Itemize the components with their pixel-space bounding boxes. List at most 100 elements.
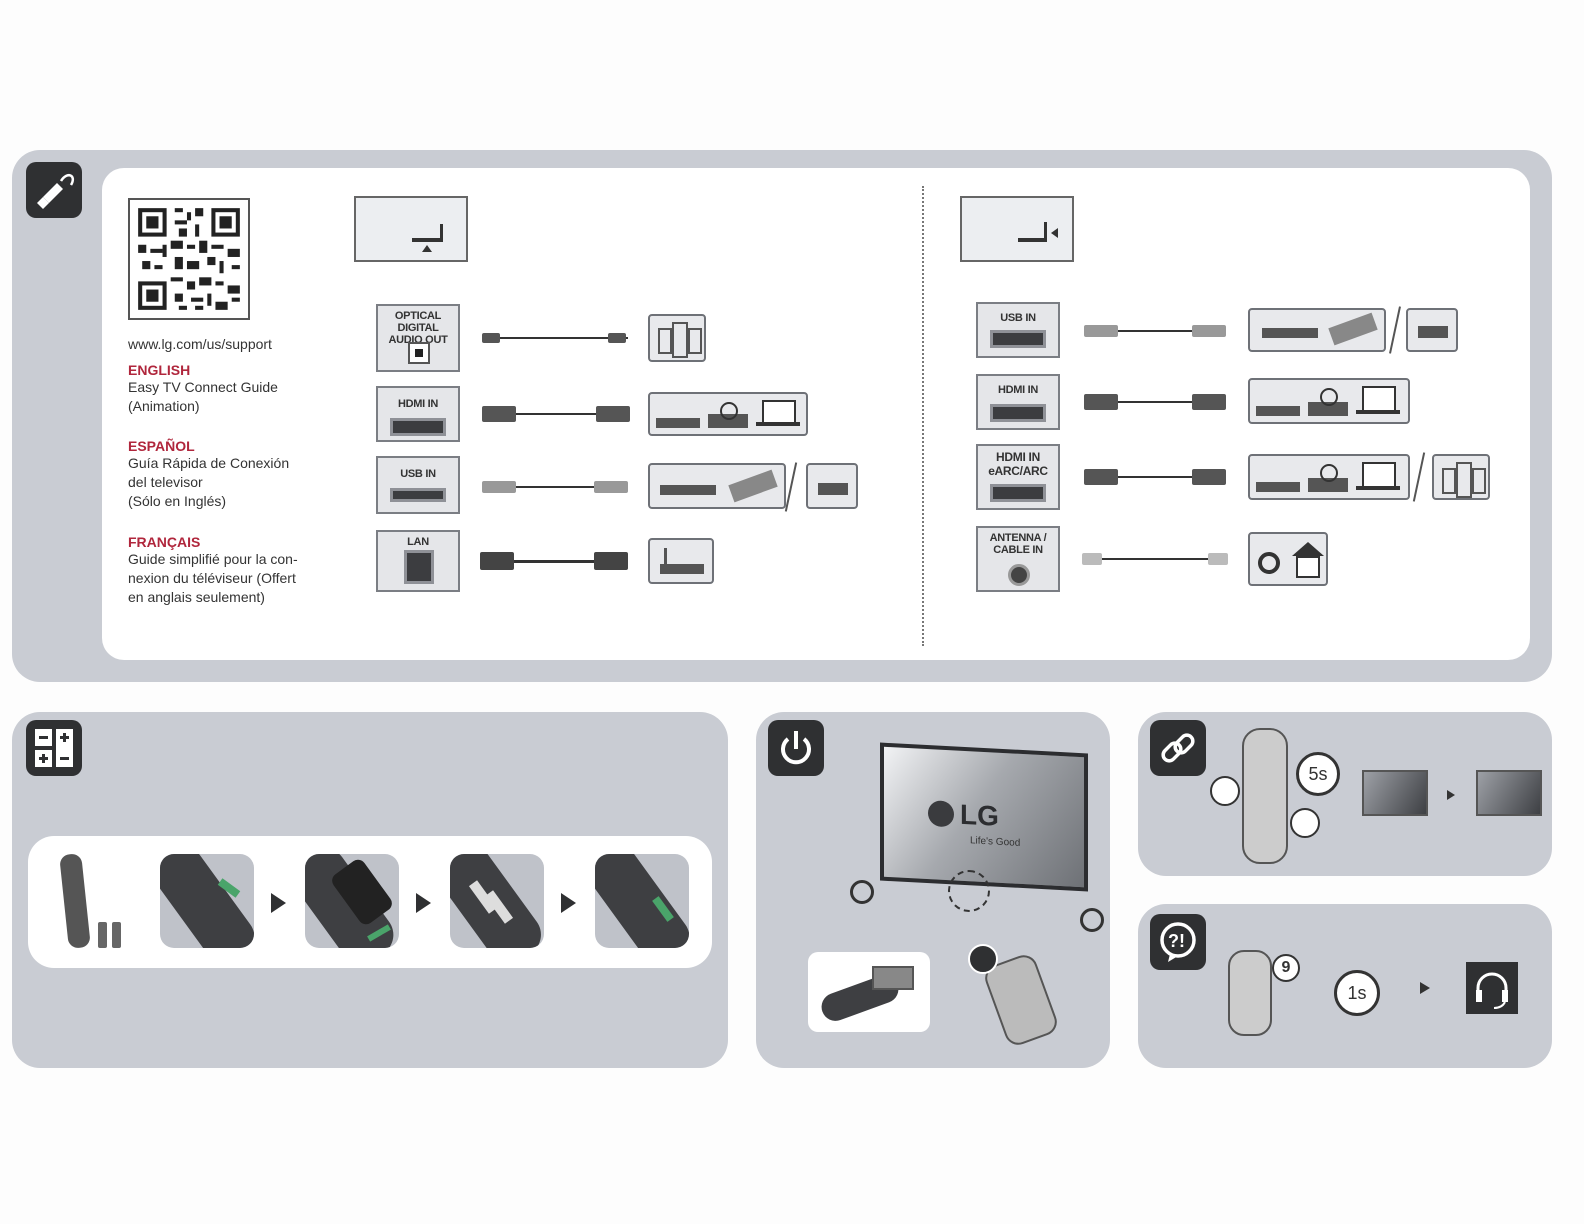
language-line: Guía Rápida de Conexión bbox=[128, 455, 290, 471]
port-optical-audio-out: OPTICAL DIGITAL AUDIO OUT bbox=[376, 304, 460, 372]
language-line: (Animation) bbox=[128, 398, 200, 414]
headset-icon bbox=[1476, 972, 1508, 1009]
hdmi-socket-icon bbox=[990, 484, 1046, 502]
port-label: CABLE IN bbox=[993, 544, 1043, 556]
port-label: USB IN bbox=[400, 468, 436, 480]
language-spanish: ESPAÑOL Guía Rápida de Conexión del tele… bbox=[128, 438, 328, 511]
remote-support-illustration bbox=[1228, 950, 1272, 1036]
speaker-device-icon bbox=[1432, 454, 1490, 500]
av-devices-icon bbox=[1248, 454, 1410, 500]
laptop-icon bbox=[762, 400, 796, 424]
hdmi-plug-icon bbox=[1192, 469, 1226, 485]
lan-plug-icon bbox=[594, 552, 628, 570]
language-heading: FRANÇAIS bbox=[128, 534, 201, 550]
lg-logo-icon bbox=[928, 800, 954, 828]
port-label: eARC/ARC bbox=[988, 464, 1048, 478]
lan-cable bbox=[484, 560, 628, 563]
plug-icon bbox=[608, 333, 626, 343]
qr-code-image bbox=[138, 208, 240, 310]
laptop-icon bbox=[1362, 462, 1396, 488]
usb-stick-icon bbox=[806, 463, 858, 509]
port-label: LAN bbox=[407, 536, 429, 548]
port-label: HDMI IN bbox=[997, 384, 1039, 396]
battery-step-close-cover bbox=[595, 854, 689, 948]
svg-text:?!: ?! bbox=[1168, 931, 1185, 951]
hdmi-plug-icon bbox=[1084, 469, 1118, 485]
bottom-port-indicator-icon bbox=[412, 224, 443, 252]
laptop-icon bbox=[1362, 386, 1396, 412]
settings-button-icon bbox=[1290, 808, 1320, 838]
tv-screen-illustration: LG Life's Good bbox=[880, 742, 1088, 892]
question-chat-icon: ?! bbox=[1160, 922, 1196, 962]
cable-plug-icon bbox=[37, 173, 75, 209]
language-french: FRANÇAIS Guide simplifié pour la con- ne… bbox=[128, 534, 328, 607]
tv-back-side-ports bbox=[960, 196, 1074, 262]
port-antenna-cable-in: ANTENNA / CABLE IN bbox=[976, 526, 1060, 592]
usb-storage-devices-icon bbox=[1248, 308, 1386, 352]
usb-stick-icon bbox=[1406, 308, 1458, 352]
port-label: HDMI IN bbox=[397, 398, 439, 410]
next-step-arrow-icon bbox=[1420, 982, 1430, 994]
lan-socket-icon bbox=[404, 550, 434, 584]
usb-cable bbox=[1086, 330, 1226, 332]
section-divider bbox=[922, 186, 924, 646]
headset-support-tile bbox=[1466, 962, 1518, 1014]
plug-icon bbox=[482, 333, 500, 343]
port-usb-in-side: USB IN bbox=[976, 302, 1060, 358]
timer-label: 1s bbox=[1347, 982, 1367, 1003]
support-url: www.lg.com/us/support bbox=[128, 336, 272, 352]
usb-plug-icon bbox=[594, 481, 628, 493]
antenna-house-icon bbox=[1248, 532, 1328, 586]
lg-tagline: Life's Good bbox=[970, 835, 1021, 849]
language-line: (Sólo en Inglés) bbox=[128, 493, 227, 509]
coax-socket-icon bbox=[1008, 564, 1030, 586]
hdmi-socket-icon bbox=[990, 404, 1046, 422]
press-button-inset bbox=[808, 952, 930, 1032]
next-step-arrow-icon bbox=[271, 893, 286, 913]
language-heading: ESPAÑOL bbox=[128, 438, 195, 454]
power-icon-tile bbox=[768, 720, 824, 776]
lg-logo: LG bbox=[928, 797, 999, 833]
optical-socket-icon bbox=[408, 342, 430, 364]
timer-label: 5s bbox=[1308, 763, 1328, 784]
next-step-arrow-icon bbox=[1447, 790, 1455, 800]
next-step-arrow-icon bbox=[561, 893, 576, 913]
usb-storage-devices-icon bbox=[648, 463, 786, 509]
battery-step-insert-batteries bbox=[450, 854, 544, 948]
port-hdmi-in: HDMI IN bbox=[376, 386, 460, 442]
support-timer: 1s bbox=[1334, 970, 1380, 1016]
port-hdmi-earc: HDMI IN eARC/ARC bbox=[976, 444, 1060, 510]
language-line: en anglais seulement) bbox=[128, 589, 265, 605]
tv-after-pairing-thumbnail bbox=[1476, 770, 1542, 816]
usb-cable bbox=[484, 486, 628, 488]
number-button-badge: 9 bbox=[1272, 954, 1300, 982]
port-usb-in: USB IN bbox=[376, 456, 460, 514]
tv-back-bottom-ports bbox=[354, 196, 468, 262]
speaker-device-icon bbox=[648, 314, 706, 362]
remote-power-icon bbox=[968, 944, 998, 974]
router-icon bbox=[648, 538, 714, 584]
language-line: Guide simplifié pour la con- bbox=[128, 551, 298, 567]
home-button-icon bbox=[1210, 776, 1240, 806]
language-line: Easy TV Connect Guide bbox=[128, 379, 278, 395]
next-step-arrow-icon bbox=[416, 893, 431, 913]
remote-pairing-illustration bbox=[1242, 728, 1288, 864]
tv-power-button-highlight bbox=[948, 870, 990, 912]
port-lan: LAN bbox=[376, 530, 460, 592]
hdmi-socket-icon bbox=[390, 418, 446, 436]
qr-code[interactable] bbox=[128, 198, 250, 320]
pairing-icon-tile bbox=[1150, 720, 1206, 776]
coax-plug-icon bbox=[1208, 553, 1228, 565]
optical-cable bbox=[484, 337, 628, 339]
hdmi-plug-icon bbox=[596, 406, 630, 422]
pairing-timer: 5s bbox=[1296, 752, 1340, 796]
port-label: USB IN bbox=[1000, 312, 1036, 324]
usb-plug-icon bbox=[1192, 325, 1226, 337]
av-devices-icon bbox=[1248, 378, 1410, 424]
hdmi-cable bbox=[1086, 401, 1226, 403]
av-devices-icon bbox=[648, 392, 808, 436]
power-icon bbox=[781, 731, 811, 765]
battery-step-open-cover bbox=[160, 854, 254, 948]
language-line: nexion du téléviseur (Offert bbox=[128, 570, 296, 586]
hdmi-plug-icon bbox=[1192, 394, 1226, 410]
